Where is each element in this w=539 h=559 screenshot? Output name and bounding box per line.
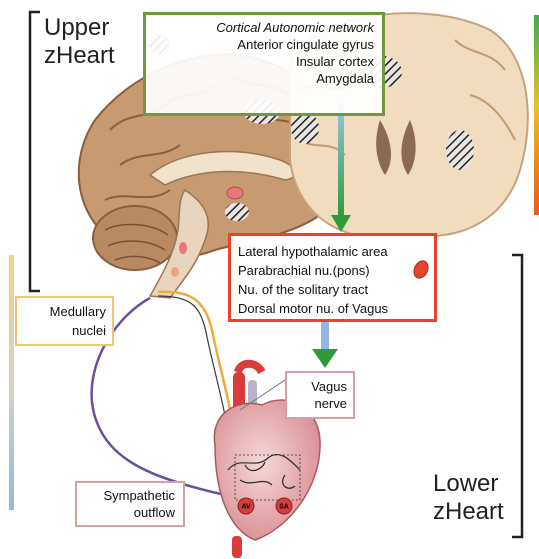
right-gradient-bar <box>534 15 539 215</box>
upper-bracket <box>30 12 40 291</box>
medullary-line-2: nuclei <box>23 321 106 340</box>
cortical-title: Cortical Autonomic network <box>154 19 374 36</box>
lower-label-line-2: zHeart <box>433 498 504 526</box>
sa-node-label: SA <box>279 504 289 511</box>
hypo-item-lateral: Lateral hypothalamic area <box>238 242 427 261</box>
vagus-line-2: nerve <box>293 395 347 412</box>
hypothalamic-brainstem-box: Lateral hypothalamic area Parabrachial n… <box>228 233 437 322</box>
lower-bracket <box>512 255 522 537</box>
vagus-nerve-box: Vagus nerve <box>285 371 355 419</box>
vagus-line-1: Vagus <box>293 378 347 395</box>
av-node-label: AV <box>241 504 251 511</box>
cortical-item-amygdala: Amygdala <box>154 70 374 87</box>
medullary-line-1: Medullary <box>23 302 106 321</box>
hypo-item-vagus-dmn: Dorsal motor nu. of Vagus <box>238 299 427 318</box>
cortical-autonomic-box: Cortical Autonomic network Anterior cing… <box>143 12 385 116</box>
sympathetic-line-2: outflow <box>85 504 175 521</box>
arrow-cortical-stem <box>338 102 344 217</box>
lower-label-line-1: Lower <box>433 470 504 498</box>
sympathetic-line-1: Sympathetic <box>85 487 175 504</box>
left-gradient-bar <box>9 255 14 510</box>
cortical-item-cingulate: Anterior cingulate gyrus <box>154 36 374 53</box>
hypo-item-parabrachial: Parabrachial nu.(pons) <box>238 261 427 280</box>
arrow-hypo-head <box>312 349 338 368</box>
sympathetic-outflow-box: Sympathetic outflow <box>75 481 185 527</box>
arrow-hypo-stem <box>321 322 329 352</box>
hypo-item-solitary: Nu. of the solitary tract <box>238 280 427 299</box>
medullary-nuclei-box: Medullary nuclei <box>15 296 114 346</box>
cortical-item-insular: Insular cortex <box>154 53 374 70</box>
upper-zheart-label: Upper zHeart <box>44 14 115 71</box>
upper-label-line-2: zHeart <box>44 42 115 70</box>
upper-label-line-1: Upper <box>44 14 115 42</box>
lower-zheart-label: Lower zHeart <box>433 470 504 527</box>
